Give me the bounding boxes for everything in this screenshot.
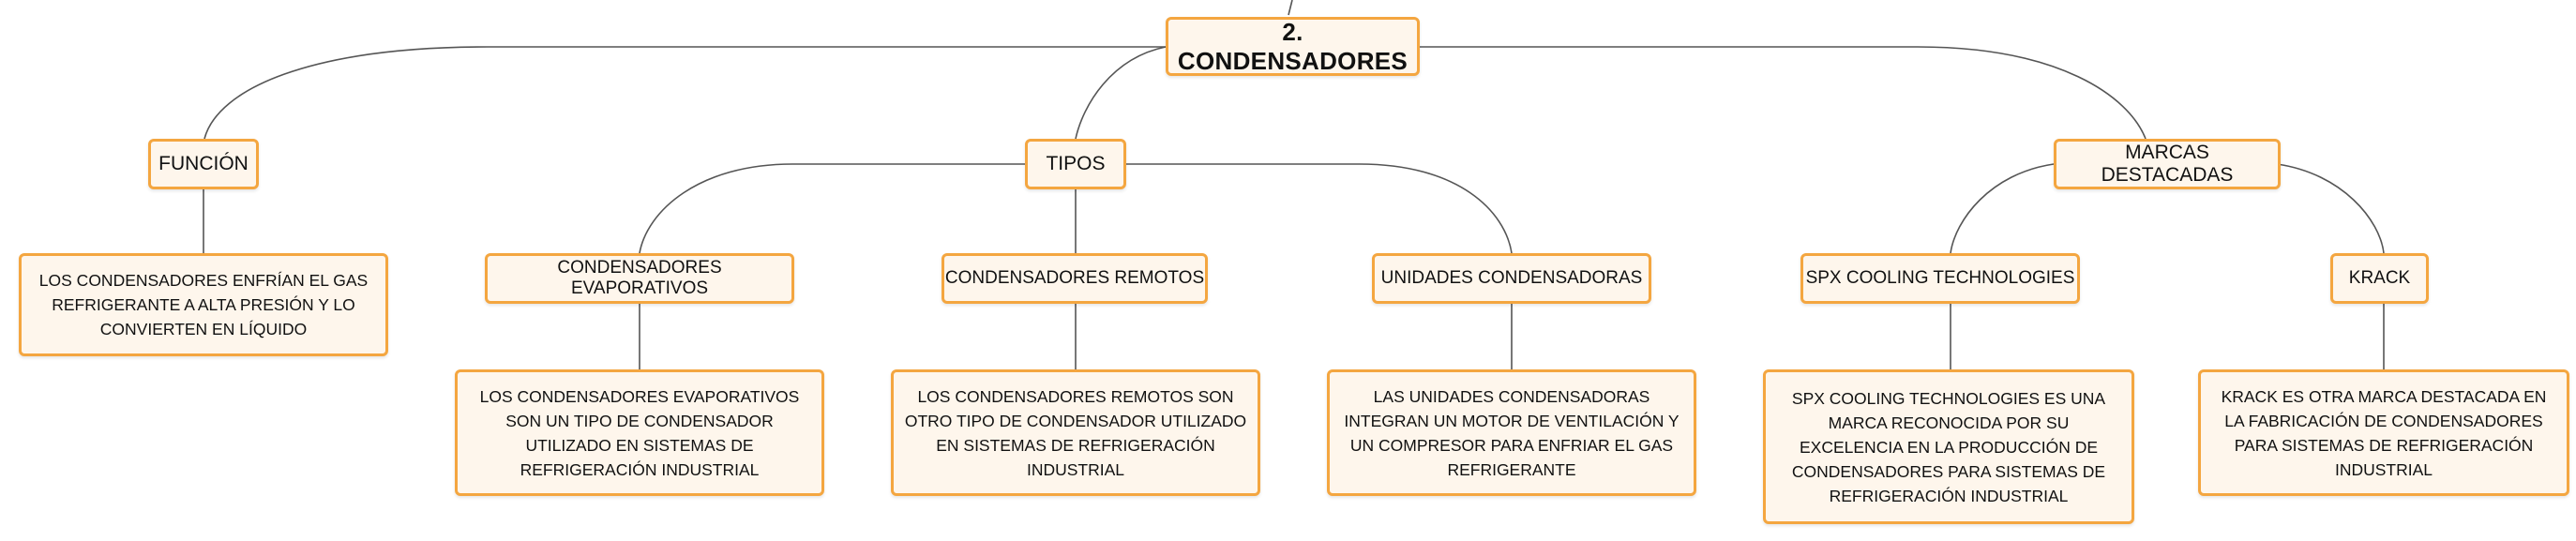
- branch-tipos[interactable]: TIPOS: [1025, 139, 1126, 189]
- leaf-funcion-text: LOS CONDENSADORES ENFRÍAN EL GAS REFRIGE…: [38, 271, 369, 338]
- leaf-spx-text: SPX COOLING TECHNOLOGIES ES UNA MARCA RE…: [1791, 388, 2106, 505]
- root-topic[interactable]: 2. CONDENSADORES: [1166, 17, 1420, 76]
- leaf-remotos-text: LOS CONDENSADORES REMOTOS SON OTRO TIPO …: [904, 386, 1247, 479]
- leaf-krack-detail[interactable]: KRACK ES OTRA MARCA DESTACADA EN LA FABR…: [2198, 369, 2569, 496]
- leaf-unidades-text: LAS UNIDADES CONDENSADORAS INTEGRAN UN M…: [1344, 386, 1680, 479]
- topic-evap-label: CONDENSADORES EVAPORATIVOS: [557, 258, 722, 298]
- connector-root-tipos: [1075, 46, 1167, 140]
- connector-root-marcas: [1416, 46, 2147, 140]
- connector-marcas-krack: [2276, 163, 2385, 254]
- connector-marcas-spx: [1950, 163, 2055, 254]
- topic-condensadores-remotos[interactable]: CONDENSADORES REMOTOS: [942, 253, 1208, 304]
- topic-krack[interactable]: KRACK: [2330, 253, 2429, 304]
- topic-remotos-label: CONDENSADORES REMOTOS: [944, 268, 1205, 288]
- leaf-krack-text: KRACK ES OTRA MARCA DESTACADA EN LA FABR…: [2221, 386, 2547, 479]
- leaf-remotos-detail[interactable]: LOS CONDENSADORES REMOTOS SON OTRO TIPO …: [891, 369, 1260, 496]
- branch-marcas-destacadas[interactable]: MARCAS DESTACADAS: [2054, 139, 2281, 189]
- topic-condensadores-evaporativos[interactable]: CONDENSADORES EVAPORATIVOS: [485, 253, 794, 304]
- connector-root-funcion: [203, 46, 1166, 140]
- connector-tipos-evap: [639, 163, 1025, 254]
- leaf-spx-detail[interactable]: SPX COOLING TECHNOLOGIES ES UNA MARCA RE…: [1763, 369, 2134, 524]
- branch-tipos-label: TIPOS: [1046, 153, 1106, 174]
- topic-spx-cooling-technologies[interactable]: SPX COOLING TECHNOLOGIES: [1800, 253, 2080, 304]
- branch-marcas-label: MARCAS DESTACADAS: [2101, 142, 2234, 186]
- leaf-evap-text: LOS CONDENSADORES EVAPORATIVOS SON UN TI…: [479, 386, 800, 479]
- root-topic-label: 2. CONDENSADORES: [1177, 17, 1409, 75]
- leaf-evaporativos-detail[interactable]: LOS CONDENSADORES EVAPORATIVOS SON UN TI…: [455, 369, 824, 496]
- topic-spx-label: SPX COOLING TECHNOLOGIES: [1805, 268, 2075, 288]
- topic-krack-label: KRACK: [2348, 268, 2411, 288]
- branch-funcion[interactable]: FUNCIÓN: [148, 139, 259, 189]
- leaf-unidades-detail[interactable]: LAS UNIDADES CONDENSADORAS INTEGRAN UN M…: [1327, 369, 1696, 496]
- branch-funcion-label: FUNCIÓN: [158, 153, 249, 174]
- connector-root-incoming: [1288, 0, 1293, 16]
- topic-unidades-label: UNIDADES CONDENSADORAS: [1380, 268, 1643, 288]
- topic-unidades-condensadoras[interactable]: UNIDADES CONDENSADORAS: [1372, 253, 1651, 304]
- connector-tipos-unidades: [1123, 163, 1513, 254]
- leaf-funcion[interactable]: LOS CONDENSADORES ENFRÍAN EL GAS REFRIGE…: [19, 253, 388, 356]
